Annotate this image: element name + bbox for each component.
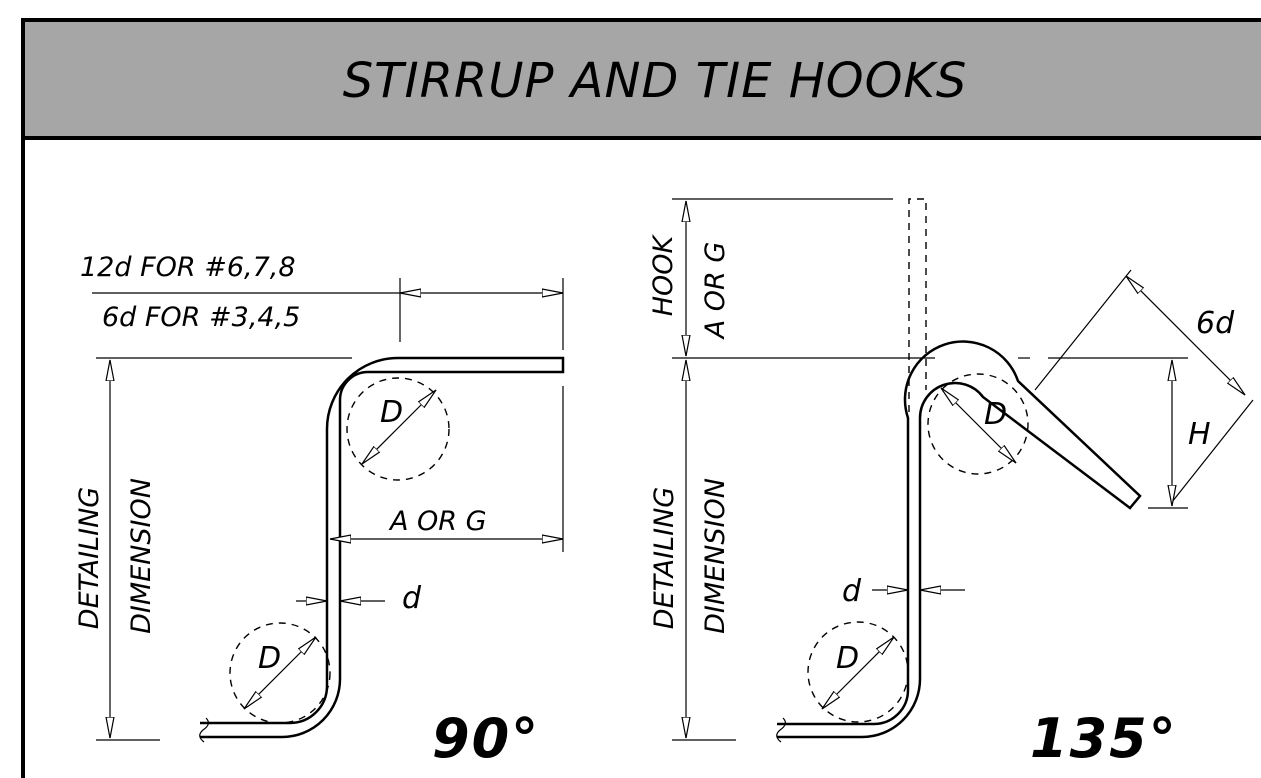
bar-break-left <box>199 717 209 743</box>
bend-diameter-arrow-lower-135 <box>822 637 894 709</box>
bar-diameter-label: d <box>402 581 422 616</box>
bend-diameter-arrow-upper-135 <box>941 388 1016 463</box>
hook-135-group: HOOK A OR G 6d H D D d DETAILING DIMENSI… <box>648 198 1254 770</box>
height-label: H <box>1188 417 1211 452</box>
bend-diameter-label-upper: D <box>380 395 403 430</box>
length-label: A OR G <box>388 506 487 537</box>
detailing-label-135: DETAILING <box>649 487 680 629</box>
extension-6d-end <box>1171 399 1254 503</box>
extension-6d-label: 6d <box>1196 306 1235 341</box>
drawing-title: STIRRUP AND TIE HOOKS <box>343 53 968 109</box>
bend-diameter-circle-lower-135 <box>807 621 909 723</box>
bar-break-right <box>776 717 786 743</box>
bar-diameter-label-135: d <box>842 574 862 609</box>
title-bar <box>22 20 1261 138</box>
extension-6d-start <box>1034 269 1132 391</box>
hook-angle-90: 90° <box>432 707 540 770</box>
hook-135-bar <box>777 340 1142 739</box>
dimension-label: DIMENSION <box>126 478 157 634</box>
detailing-label: DETAILING <box>74 487 105 629</box>
bend-diameter-label-upper-135: D <box>984 397 1007 432</box>
bend-diameter-label-lower: D <box>258 641 281 676</box>
hook-length-label: A OR G <box>700 242 731 341</box>
bend-diameter-circle-lower <box>229 622 331 724</box>
hook-90-group: 12d FOR #6,7,8 6d FOR #3,4,5 D D A OR G … <box>74 252 565 770</box>
bend-diameter-label-lower-135: D <box>836 641 859 676</box>
dimension-label-135: DIMENSION <box>700 478 731 634</box>
bend-diameter-arrow-lower <box>244 637 316 709</box>
extension-note-line2: 6d FOR #3,4,5 <box>102 302 300 333</box>
hook-label: HOOK <box>648 233 679 316</box>
extension-6d-dimension <box>1126 276 1245 395</box>
alternate-hook-dashed <box>908 198 927 412</box>
hook-90-bar <box>200 356 565 739</box>
extension-note-line1: 12d FOR #6,7,8 <box>80 252 296 283</box>
bend-diameter-circle-upper-135 <box>927 373 1029 475</box>
bend-diameter-arrow-upper <box>362 390 436 464</box>
bend-diameter-circle-upper <box>346 377 450 481</box>
hook-angle-135: 135° <box>1030 707 1178 770</box>
